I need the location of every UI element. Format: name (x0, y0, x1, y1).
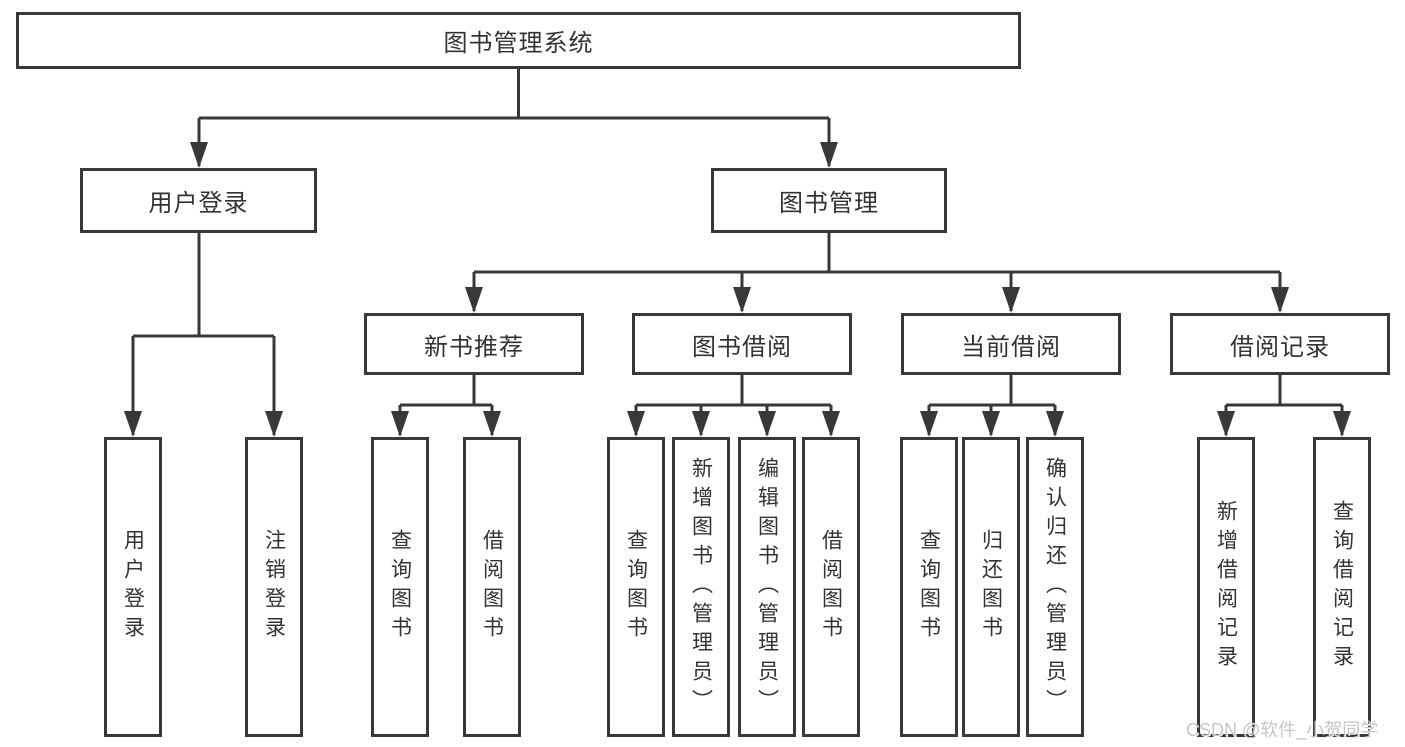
leaf-logout-label: 注销登录 (262, 529, 286, 645)
leaf-recommend-borrow-book-label: 借阅图书 (480, 529, 504, 645)
node-book-borrowing: 图书借阅 (632, 313, 852, 375)
leaf-borrowing-borrow-book: 借阅图书 (802, 437, 860, 737)
leaf-add-borrow-record: 新增借阅记录 (1197, 437, 1255, 737)
node-current-borrowing: 当前借阅 (901, 313, 1121, 375)
node-library-system: 图书管理系统 (16, 12, 1021, 69)
leaf-return-book-label: 归还图书 (979, 529, 1003, 645)
leaf-borrowing-query-book-label: 查询图书 (624, 529, 648, 645)
node-user-login: 用户登录 (80, 168, 317, 233)
node-new-book-recommend: 新书推荐 (364, 313, 584, 375)
leaf-query-borrow-record: 查询借阅记录 (1313, 437, 1371, 737)
leaf-recommend-query-book-label: 查询图书 (388, 529, 412, 645)
leaf-borrowing-query-book: 查询图书 (607, 437, 665, 737)
leaf-query-borrow-record-label: 查询借阅记录 (1330, 500, 1354, 674)
leaf-add-book-admin-label: 新增图书（管理员） (689, 456, 713, 718)
leaf-recommend-borrow-book: 借阅图书 (463, 437, 521, 737)
leaf-current-query-book: 查询图书 (900, 437, 958, 737)
leaf-edit-book-admin: 编辑图书（管理员） (738, 437, 796, 737)
csdn-watermark: CSDN @软件_小贺同学 (1186, 720, 1379, 740)
leaf-current-query-book-label: 查询图书 (917, 529, 941, 645)
node-book-management: 图书管理 (711, 168, 947, 233)
leaf-add-borrow-record-label: 新增借阅记录 (1214, 500, 1238, 674)
leaf-logout: 注销登录 (245, 437, 303, 737)
leaf-edit-book-admin-label: 编辑图书（管理员） (755, 456, 779, 718)
leaf-user-login-label: 用户登录 (121, 529, 145, 645)
leaf-return-book: 归还图书 (962, 437, 1020, 737)
leaf-add-book-admin: 新增图书（管理员） (672, 437, 730, 737)
leaf-borrowing-borrow-book-label: 借阅图书 (819, 529, 843, 645)
leaf-recommend-query-book: 查询图书 (371, 437, 429, 737)
leaf-confirm-return-admin-label: 确认归还（管理员） (1043, 456, 1067, 718)
leaf-user-login: 用户登录 (104, 437, 162, 737)
leaf-confirm-return-admin: 确认归还（管理员） (1026, 437, 1084, 737)
node-borrowing-records: 借阅记录 (1170, 313, 1390, 375)
